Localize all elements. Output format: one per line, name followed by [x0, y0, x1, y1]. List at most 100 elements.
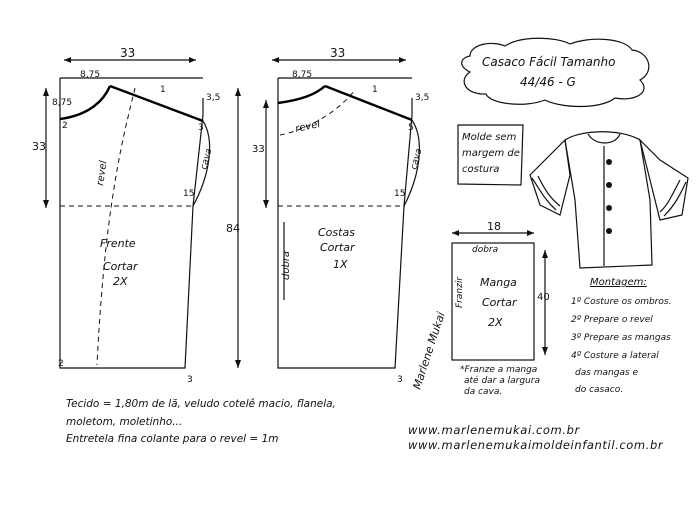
coat-right-sleeve — [638, 138, 689, 221]
sleeve-width-label: 18 — [487, 220, 501, 233]
sleeve-note-line3: da cava. — [464, 387, 502, 397]
coat-sketch — [529, 131, 689, 269]
front-side-mark: 15 — [183, 189, 194, 199]
website-2[interactable]: www.marlenemukaimoldeinfantil.com.br — [408, 438, 664, 452]
front-shoulder-drop: 3,5 — [206, 93, 220, 103]
front-piece: 33 8,75 8,75 1 3,5 2 3 15 2 3 33 revel c… — [32, 46, 220, 385]
title-line2: 44/46 - G — [520, 75, 576, 89]
sleeve-rect — [451, 242, 535, 361]
website-1[interactable]: www.marlenemukai.com.br — [408, 423, 581, 437]
arrow-head — [542, 250, 548, 258]
molde-note-line3: costura — [462, 164, 499, 175]
arrow-head — [64, 57, 71, 63]
coat-button — [606, 205, 612, 211]
arrow-head — [235, 88, 241, 96]
fabric-line2: moletom, moletinho... — [66, 416, 182, 428]
front-shoulder-mark: 1 — [160, 85, 166, 95]
back-shoulder-drop: 3,5 — [415, 93, 429, 103]
assembly-step: do casaco. — [575, 385, 623, 395]
back-facing-label: revel — [294, 119, 321, 135]
front-neck-curve — [59, 85, 112, 121]
coat-right-ruffle — [659, 179, 681, 213]
front-shoulder-line — [109, 84, 204, 123]
arrow-head — [527, 230, 534, 236]
arrow-head — [263, 200, 269, 208]
front-width-label: 33 — [120, 46, 135, 60]
front-armhole — [192, 120, 211, 207]
arrow-head — [263, 100, 269, 108]
coat-button — [606, 228, 612, 234]
arrow-head — [272, 57, 279, 63]
back-armhole-mark: 5 — [408, 123, 414, 133]
back-side-mark: 15 — [394, 189, 405, 199]
front-cut: Cortar — [103, 260, 139, 273]
website-links: www.marlenemukai.com.br www.marlenemukai… — [408, 423, 664, 452]
title-line1: Casaco Fácil Tamanho — [482, 55, 615, 69]
molde-note: Molde sem margem de costura — [457, 124, 524, 186]
assembly-step: 4º Costure a lateral — [571, 351, 659, 361]
arrow-head — [452, 230, 459, 236]
back-neck-curve — [277, 85, 326, 105]
coat-button — [606, 159, 612, 165]
back-shoulder-mark: 1 — [372, 85, 378, 95]
arrow-head — [399, 57, 406, 63]
assembly-title: Montagem: — [590, 277, 647, 288]
assembly-steps: Montagem: 1º Costure os ombros. 2º Prepa… — [571, 277, 671, 395]
sleeve-length-label: 40 — [537, 292, 550, 303]
back-piece: 33 8,75 1 3,5 5 15 3 33 84 revel cava do… — [226, 46, 429, 385]
arrow-head — [542, 347, 548, 355]
fabric-line1: Tecido = 1,80m de lã, veludo cotelê maci… — [66, 398, 336, 410]
sleeve-piece: 18 dobra 40 Franzir Manga Cortar 2X *Fra… — [451, 220, 550, 397]
signature: Marlene Mukai — [410, 310, 447, 391]
arrow-head — [189, 57, 196, 63]
coat-left-ruffle — [531, 177, 557, 211]
sleeve-fold-label: dobra — [472, 245, 498, 255]
molde-note-line2: margem de — [462, 148, 520, 159]
back-outline — [277, 78, 413, 369]
assembly-step: 2º Prepare o revel — [571, 315, 653, 325]
back-sleeve-side: cava — [409, 148, 424, 171]
front-neck-depth: 8,75 — [52, 98, 72, 108]
fabric-line3: Entretela fina colante para o revel = 1m — [66, 433, 278, 445]
title-cloud: Casaco Fácil Tamanho 44/46 - G — [461, 37, 650, 108]
front-facing-label: revel — [95, 160, 109, 187]
back-fold-label: dobra — [281, 251, 292, 280]
coat-right-ruffle — [663, 181, 687, 217]
coat-left-ruffle — [537, 175, 561, 207]
molde-note-line1: Molde sem — [462, 132, 517, 143]
front-left-mark: 2 — [62, 121, 68, 131]
back-width-label: 33 — [330, 46, 345, 60]
sleeve-qty: 2X — [488, 316, 503, 329]
assembly-step: 3º Prepare as mangas — [571, 333, 671, 343]
back-shoulder-line — [324, 84, 413, 122]
sleeve-label: Manga — [480, 276, 517, 289]
title-cloud-outline — [461, 37, 650, 108]
back-total-length: 84 — [226, 222, 240, 235]
back-cut: Cortar — [320, 241, 356, 254]
arrow-head — [235, 360, 241, 368]
coat-left-sleeve — [529, 138, 571, 216]
sleeve-note-line2: até dar a largura — [464, 375, 540, 386]
back-neck-width: 8,75 — [292, 70, 312, 80]
arrow-head — [43, 88, 49, 96]
coat-button — [606, 182, 612, 188]
front-hem-left: 2 — [58, 359, 64, 369]
back-side-length: 33 — [252, 144, 265, 155]
sleeve-gather-label: Franzir — [455, 276, 465, 308]
sleeve-cut: Cortar — [482, 296, 518, 309]
front-label: Frente — [100, 237, 136, 250]
front-armhole-mark: 3 — [198, 123, 204, 133]
front-hem-right: 3 — [187, 375, 193, 385]
back-armhole — [403, 119, 421, 207]
back-label: Costas — [318, 226, 355, 239]
coat-collar — [587, 133, 621, 144]
back-qty: 1X — [333, 258, 348, 271]
front-qty: 2X — [113, 275, 128, 288]
assembly-step: 1º Costure os ombros. — [571, 297, 671, 307]
assembly-step: das mangas e — [575, 368, 639, 378]
front-sleeve-side: cava — [199, 148, 214, 171]
molde-note-box — [457, 124, 524, 186]
sleeve-note-line1: *Franze a manga — [460, 365, 537, 375]
